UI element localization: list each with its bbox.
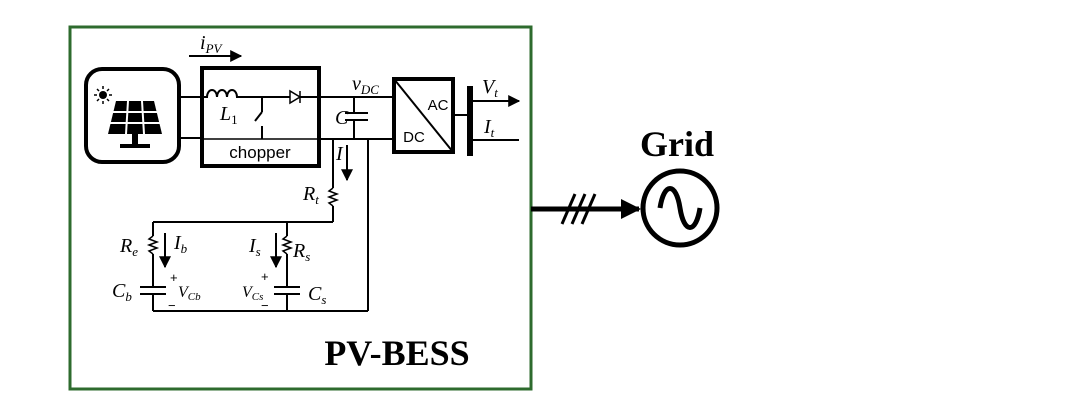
inductor-l1 [202,89,262,98]
link-current-label: I [335,143,344,165]
system-label: PV-BESS [324,333,469,373]
sc-minus: − [261,298,269,313]
sun-icon [94,86,112,104]
terminal-current-label: It [483,116,495,140]
ac-source-icon [640,168,720,248]
solar-panel-icon [84,67,181,164]
battery-current-label: Ib [173,232,188,256]
terminal-voltage-label: Vt [482,76,498,100]
dc-capacitor [345,97,368,139]
dc-link-resistor-label: Rt [302,183,319,207]
dc-voltage-label: vDC [352,73,379,97]
battery-capacitor [140,286,166,295]
dc-capacitor-label: C [335,107,349,129]
switch-icon [254,97,263,139]
inductor-label: L1 [219,103,238,127]
sc-current-label: Is [248,235,261,259]
chopper-box [200,66,321,168]
battery-capacitor-label: Cb [112,280,132,304]
sc-capacitor-label: Cs [308,283,326,307]
sc-voltage-label: VCs [242,284,263,303]
converter-ac-label: AC [428,97,449,114]
converter-dc-label: DC [403,129,425,146]
dc-link-resistor [326,187,340,207]
grid-label: Grid [640,124,714,164]
pv-current-label: iPV [200,32,224,56]
battery-resistor [146,235,160,255]
battery-plus: + [170,270,178,285]
three-phase-slash-icon [560,193,597,225]
battery-voltage-label: VCb [178,284,201,303]
battery-minus: − [168,298,176,313]
dc-ac-converter: AC DC [392,77,455,154]
diode-icon [262,89,319,105]
sc-resistor [280,235,294,255]
sc-resistor-label: Rs [292,240,310,264]
sc-capacitor [274,286,300,295]
battery-resistor-label: Re [119,235,138,259]
sc-plus: + [261,269,269,284]
chopper-label: chopper [229,143,291,162]
